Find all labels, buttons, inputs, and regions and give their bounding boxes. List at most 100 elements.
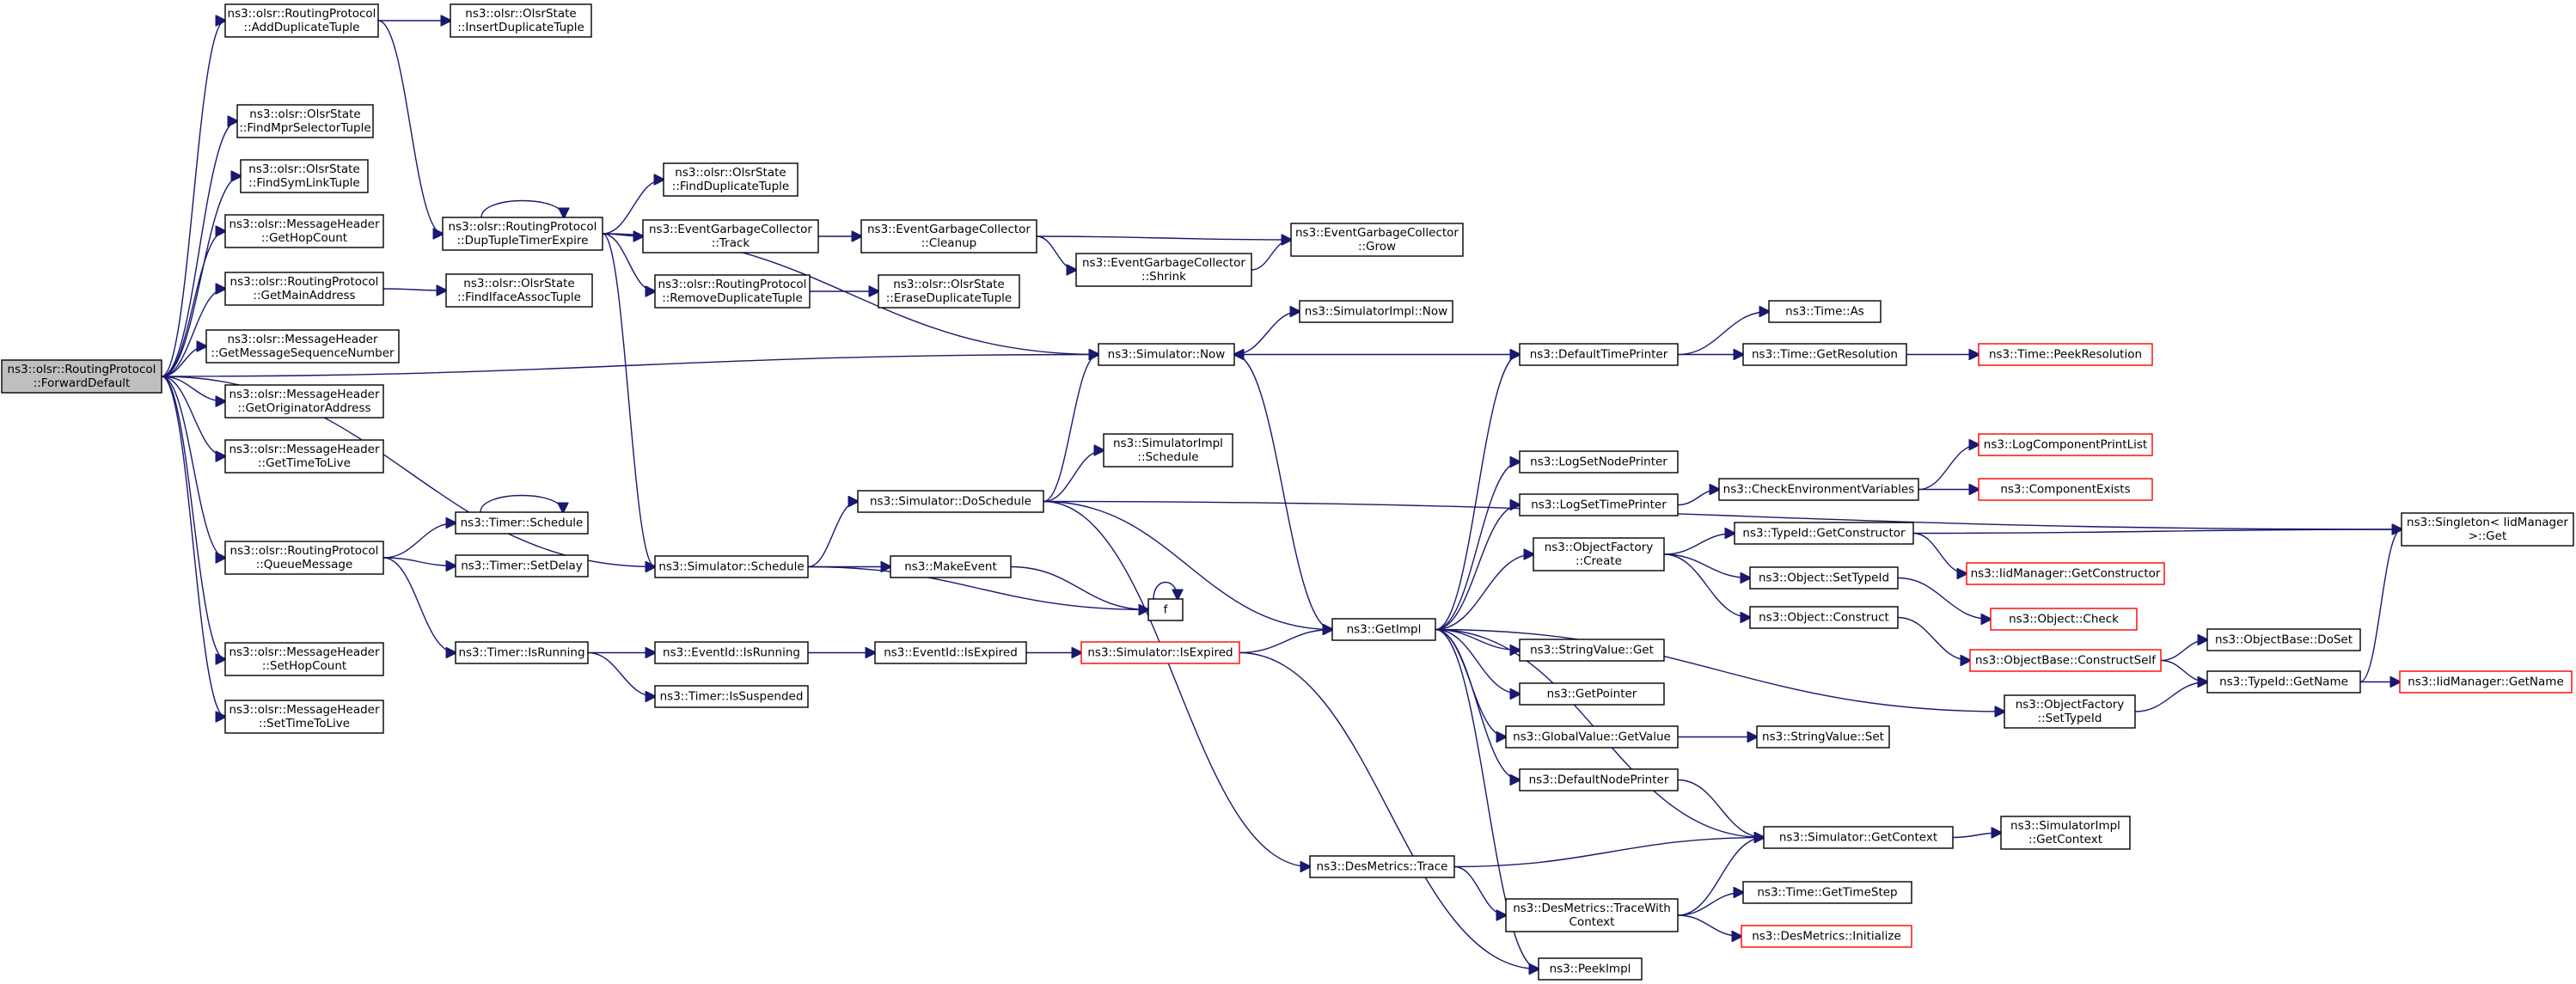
node-egcgrow[interactable]: ns3::EventGarbageCollector::Grow <box>1290 223 1464 257</box>
node-simgetctx-box <box>1763 826 1954 849</box>
node-typeidgetctor[interactable]: ns3::TypeId::GetConstructor <box>1734 522 1914 545</box>
node-makeevent[interactable]: ns3::MakeEvent <box>890 555 1012 578</box>
node-objbasedoset[interactable]: ns3::ObjectBase::DoSet <box>2206 628 2361 651</box>
node-dupexp[interactable]: ns3::olsr::RoutingProtocol::DupTupleTime… <box>442 217 603 251</box>
node-sethop[interactable]: ns3::olsr::MessageHeader::SetHopCount <box>224 642 384 676</box>
node-typeidgetname[interactable]: ns3::TypeId::GetName <box>2206 670 2361 694</box>
node-peekimpl[interactable]: ns3::PeekImpl <box>1538 957 1643 981</box>
node-simgetctx[interactable]: ns3::Simulator::GetContext <box>1763 826 1954 849</box>
node-objfactcreate[interactable]: ns3::ObjectFactory::Create <box>1533 537 1665 571</box>
node-defnode[interactable]: ns3::DefaultNodePrinter <box>1519 768 1679 791</box>
node-iidgetctor[interactable]: ns3::IidManager::GetConstructor <box>1966 562 2165 585</box>
node-simnow[interactable]: ns3::Simulator::Now <box>1098 343 1235 366</box>
node-finddup-label-0: ns3::olsr::OlsrState <box>675 166 786 180</box>
node-findiface[interactable]: ns3::olsr::OlsrState::FindIfaceAssocTupl… <box>445 273 593 308</box>
node-findmpr-label-0: ns3::olsr::OlsrState <box>249 107 360 121</box>
node-desinit[interactable]: ns3::DesMetrics::Initialize <box>1741 925 1912 948</box>
node-root[interactable]: ns3::olsr::RoutingProtocol::ForwardDefau… <box>1 359 162 394</box>
node-adddup[interactable]: ns3::olsr::RoutingProtocol::AddDuplicate… <box>224 3 379 38</box>
node-objsettype[interactable]: ns3::Object::SetTypeId <box>1749 566 1899 590</box>
node-egcclean[interactable]: ns3::EventGarbageCollector::Cleanup <box>860 219 1037 254</box>
node-getttl-label-0: ns3::olsr::MessageHeader <box>229 443 380 456</box>
node-simdosched-label-0: ns3::Simulator::DoSchedule <box>870 495 1031 509</box>
node-egcshrink[interactable]: ns3::EventGarbageCollector::Shrink <box>1075 253 1252 287</box>
node-findmpr[interactable]: ns3::olsr::OlsrState::FindMprSelectorTup… <box>236 104 374 138</box>
node-simimplnow[interactable]: ns3::SimulatorImpl::Now <box>1299 300 1453 323</box>
node-erasedup[interactable]: ns3::olsr::OlsrState::EraseDuplicateTupl… <box>878 274 1020 309</box>
node-findsym[interactable]: ns3::olsr::OlsrState::FindSymLinkTuple <box>240 159 369 193</box>
node-f[interactable]: f <box>1147 598 1184 621</box>
node-timegetres[interactable]: ns3::Time::GetResolution <box>1742 343 1907 366</box>
node-egctrack-label-1: ::Track <box>712 236 750 250</box>
edge-simdosched-to-simnow <box>1043 355 1098 503</box>
node-simimplgetctx[interactable]: ns3::SimulatorImpl::GetContext <box>2000 816 2131 850</box>
node-iidgetname[interactable]: ns3::IidManager::GetName <box>2399 670 2573 694</box>
node-simimplnow-box <box>1299 300 1453 323</box>
node-strvalset-label-0: ns3::StringValue::Set <box>1762 730 1884 744</box>
node-compexists-box <box>1978 478 2153 501</box>
node-getorig[interactable]: ns3::olsr::MessageHeader::GetOriginatorA… <box>224 384 384 419</box>
node-globalvalget[interactable]: ns3::GlobalValue::GetValue <box>1505 725 1679 749</box>
node-objconstruct[interactable]: ns3::Object::Construct <box>1749 606 1899 629</box>
node-evexp-label-0: ns3::EventId::IsExpired <box>884 646 1018 660</box>
node-getmain[interactable]: ns3::olsr::RoutingProtocol::GetMainAddre… <box>224 272 384 306</box>
node-desinit-label-0: ns3::DesMetrics::Initialize <box>1752 930 1901 944</box>
node-timegetstep[interactable]: ns3::Time::GetTimeStep <box>1742 881 1912 904</box>
node-destracectx-label-0: ns3::DesMetrics::TraceWith <box>1513 901 1671 915</box>
node-simisexp[interactable]: ns3::Simulator::IsExpired <box>1080 641 1240 664</box>
node-gethop[interactable]: ns3::olsr::MessageHeader::GetHopCount <box>224 214 384 248</box>
node-singleton[interactable]: ns3::Singleton< IidManager>::Get <box>2401 512 2574 547</box>
node-insdup[interactable]: ns3::olsr::OlsrState::InsertDuplicateTup… <box>450 3 592 38</box>
node-getseq[interactable]: ns3::olsr::MessageHeader::GetMessageSequ… <box>205 329 400 364</box>
node-objbaseconstruct-box <box>1969 649 2162 672</box>
node-simimplsched[interactable]: ns3::SimulatorImpl::Schedule <box>1103 433 1233 468</box>
node-logsettime[interactable]: ns3::LogSetTimePrinter <box>1519 493 1679 516</box>
node-destrace-box <box>1309 855 1455 878</box>
edge-getimpl-to-defnode <box>1435 628 1520 780</box>
node-evexp[interactable]: ns3::EventId::IsExpired <box>874 641 1027 664</box>
node-simdosched[interactable]: ns3::Simulator::DoSchedule <box>857 490 1044 513</box>
node-simisexp-label-0: ns3::Simulator::IsExpired <box>1087 646 1233 660</box>
edge-defnode-to-simgetctx <box>1677 779 1764 838</box>
node-timeas[interactable]: ns3::Time::As <box>1768 300 1882 323</box>
node-timepeek[interactable]: ns3::Time::PeekResolution <box>1978 343 2153 366</box>
node-removedup[interactable]: ns3::olsr::RoutingProtocol::RemoveDuplic… <box>654 274 811 309</box>
node-timersusp-box <box>654 685 809 708</box>
node-strvalset[interactable]: ns3::StringValue::Set <box>1756 725 1890 749</box>
node-timerrun[interactable]: ns3::Timer::IsRunning <box>455 641 589 664</box>
node-getimpl[interactable]: ns3::GetImpl <box>1331 618 1436 641</box>
node-queue[interactable]: ns3::olsr::RoutingProtocol::QueueMessage <box>224 541 384 575</box>
node-gethop-box <box>224 214 384 248</box>
node-deftime[interactable]: ns3::DefaultTimePrinter <box>1519 343 1679 366</box>
node-objbaseconstruct[interactable]: ns3::ObjectBase::ConstructSelf <box>1969 649 2162 672</box>
node-removedup-label-0: ns3::olsr::RoutingProtocol <box>658 278 807 291</box>
node-finddup[interactable]: ns3::olsr::OlsrState::FindDuplicateTuple <box>663 162 798 197</box>
node-getttl[interactable]: ns3::olsr::MessageHeader::GetTimeToLive <box>224 439 384 474</box>
node-objcheck[interactable]: ns3::Object::Check <box>1990 608 2138 631</box>
node-logsetnode[interactable]: ns3::LogSetNodePrinter <box>1519 450 1679 474</box>
edge-dupexp-self <box>480 199 564 218</box>
node-simgetctx-label-0: ns3::Simulator::GetContext <box>1779 831 1937 845</box>
node-checkenv[interactable]: ns3::CheckEnvironmentVariables <box>1718 478 1919 501</box>
node-getorig-label-0: ns3::olsr::MessageHeader <box>229 388 380 401</box>
node-timersched[interactable]: ns3::Timer::Schedule <box>455 511 589 535</box>
edge-timerrun-to-timersusp <box>587 651 655 697</box>
node-getpointer[interactable]: ns3::GetPointer <box>1519 682 1665 706</box>
node-timersusp[interactable]: ns3::Timer::IsSuspended <box>654 685 809 708</box>
node-setttl[interactable]: ns3::olsr::MessageHeader::SetTimeToLive <box>224 700 384 734</box>
edge-getimpl-to-deftime <box>1435 355 1520 631</box>
node-strvalget[interactable]: ns3::StringValue::Get <box>1519 639 1665 662</box>
node-objfactcreate-label-0: ns3::ObjectFactory <box>1545 541 1654 554</box>
edge-queue-to-timerrun <box>382 557 456 653</box>
node-evrun[interactable]: ns3::EventId::IsRunning <box>654 641 809 664</box>
node-logcomp[interactable]: ns3::LogComponentPrintList <box>1978 433 2153 456</box>
node-compexists[interactable]: ns3::ComponentExists <box>1978 478 2153 501</box>
node-egctrack[interactable]: ns3::EventGarbageCollector::Track <box>642 219 819 254</box>
edge-f-self <box>1153 582 1178 600</box>
node-destrace[interactable]: ns3::DesMetrics::Trace <box>1309 855 1455 878</box>
node-simsched[interactable]: ns3::Simulator::Schedule <box>654 555 809 578</box>
node-objfactsettype[interactable]: ns3::ObjectFactory::SetTypeId <box>2004 694 2136 729</box>
node-objfactcreate-label-1: ::Create <box>1576 554 1622 568</box>
node-timerdelay[interactable]: ns3::Timer::SetDelay <box>455 554 589 578</box>
